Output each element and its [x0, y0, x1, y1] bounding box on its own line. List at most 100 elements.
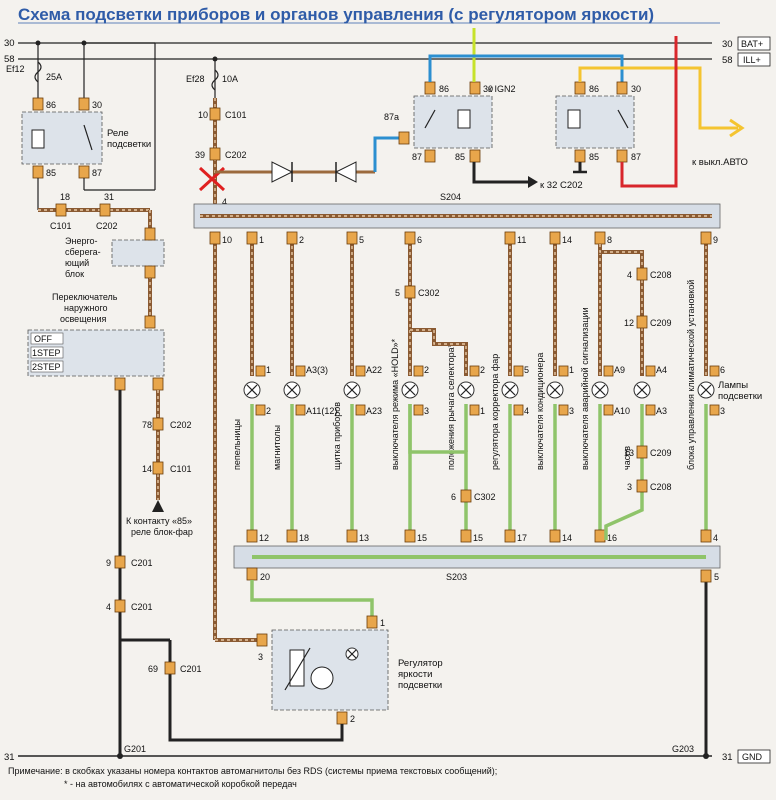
conn-s203-20: 20 [260, 572, 270, 582]
conn-c208-a: C208 [650, 270, 672, 280]
conn-78: 78 [142, 420, 152, 430]
load-pin-bot-7: A10 [614, 406, 630, 416]
energy-label1: Энерго- [65, 236, 98, 246]
load-pin-top-8: A4 [656, 365, 667, 375]
load-name-0: пепельницы [232, 419, 242, 470]
rail-58-right: 58 [722, 55, 733, 66]
load-bus-top-9: 9 [713, 235, 718, 245]
relay-main-pin87: 87 [92, 168, 102, 178]
load-bus-bot-7: 16 [607, 533, 617, 543]
load-pin-top-9: 6 [720, 365, 725, 375]
load-bus-bot-2: 13 [359, 533, 369, 543]
conn-c201-a: C201 [131, 558, 153, 568]
load-bus-bot-1: 18 [299, 533, 309, 543]
arrow-to-auto [729, 118, 745, 138]
relay-right-coil [567, 109, 581, 129]
note-line1: Примечание: в скобках указаны номера кон… [8, 766, 497, 776]
load-pin-top-6: 1 [569, 365, 574, 375]
load-bus-top-5: 11 [517, 235, 526, 245]
rail-30-left: 30 [4, 38, 15, 49]
load-pin-top-0: 1 [266, 365, 271, 375]
load-pin-bot-3: 3 [424, 406, 429, 416]
conn-reg-3: 3 [258, 652, 263, 662]
load-name-8: часов [622, 446, 632, 470]
load-bus-bot-0: 12 [259, 533, 269, 543]
energy-label4: блок [65, 269, 84, 279]
relay-main-label1: Реле [107, 128, 129, 139]
conn-4-a: 4 [106, 602, 111, 612]
conn-c202-c: C202 [225, 150, 247, 160]
load-pin-top-3: 2 [424, 365, 429, 375]
load-pin-bot-5: 4 [524, 406, 529, 416]
relay-mid-pin30: 30 [483, 84, 493, 94]
energy-saving-block [111, 239, 165, 267]
load-pin-bot-2: A23 [366, 406, 382, 416]
load-bus-bot-6: 14 [562, 533, 572, 543]
load-pin-top-2: A22 [366, 365, 382, 375]
note-line2: * - на автомобилях с автоматической коро… [64, 779, 297, 789]
rail-31-left: 31 [4, 752, 15, 763]
arrow-to-32 [528, 176, 538, 188]
conn-31: 31 [104, 192, 114, 202]
conn-c208-3: 3 [627, 482, 632, 492]
load-bus-top-1: 2 [299, 235, 304, 245]
arrow-to-headlight-relay [152, 500, 164, 512]
load-pin-top-5: 5 [524, 365, 529, 375]
switch-off: OFF [34, 334, 52, 344]
relay-mid-pin86: 86 [439, 84, 449, 94]
load-bus-bot-5: 17 [517, 533, 527, 543]
reg-label1: Регулятор [398, 658, 443, 669]
conn-c209-a: C209 [650, 318, 672, 328]
conn-s204-10: 10 [222, 235, 232, 245]
ill-plus-label: ILL+ [743, 55, 761, 65]
load-name-1: магнитолы [272, 425, 282, 470]
relay-right-pin85: 85 [589, 152, 599, 162]
to-32-c202: к 32 C202 [540, 180, 583, 191]
conn-c302-b: C302 [474, 492, 496, 502]
diagram-title: Схема подсветки приборов и органов управ… [18, 5, 654, 24]
conn-c202-a: C202 [96, 221, 118, 231]
load-name-9: блока управления климатической установко… [686, 280, 696, 470]
conn-s203-15: 15 [473, 533, 483, 543]
switch-label2: наружного [64, 303, 108, 313]
s203-label: S203 [446, 572, 467, 582]
load-pin-bot-6: 3 [569, 406, 574, 416]
relay-main-pin86: 86 [46, 100, 56, 110]
conn-4-b: 4 [222, 197, 227, 207]
switch-1step: 1STEP [32, 348, 61, 358]
reg-label2: яркости [398, 669, 432, 680]
relay-right-pin30: 30 [631, 84, 641, 94]
conn-c101-b: C101 [170, 464, 192, 474]
load-name-5: регулятора корректора фар [490, 354, 500, 470]
lamps-label1: Лампы [718, 380, 748, 391]
switch-label1: Переключатель [52, 292, 118, 302]
diode-2 [334, 161, 357, 183]
load-pin-top-1: A3(3) [306, 365, 328, 375]
load-bus-top-6: 14 [562, 235, 572, 245]
diode-1 [271, 161, 294, 183]
load-name-3: выключателя режима «HOLD»* [390, 338, 400, 470]
relay-main-pin30: 30 [92, 100, 102, 110]
conn-s203-5: 5 [714, 572, 719, 582]
load-name-6: выключателя кондиционера [535, 353, 545, 470]
reg-label3: подсветки [398, 680, 442, 691]
relay-right-pin86: 86 [589, 84, 599, 94]
load-bus-top-7: 8 [607, 235, 612, 245]
fuse-ef28-amp: 10A [222, 74, 238, 84]
rail-58-left: 58 [4, 54, 15, 65]
conn-c201-b: C201 [131, 602, 153, 612]
conn-c208-b: C208 [650, 482, 672, 492]
energy-label3: ющий [65, 258, 89, 268]
conn-14-a: 14 [142, 464, 152, 474]
load-bus-bot-9: 4 [713, 533, 718, 543]
to-auto-switch: к выкл.АВТО [692, 157, 748, 168]
load-pin-top-7: A9 [614, 365, 625, 375]
relay-main-label2: подсветки [107, 139, 151, 150]
conn-c302-5: 5 [395, 288, 400, 298]
conn-c302-6: 6 [451, 492, 456, 502]
conn-reg-2: 2 [350, 714, 355, 724]
load-pin-bot-0: 2 [266, 406, 271, 416]
gnd-label: GND [742, 752, 763, 762]
energy-label2: сберега- [65, 247, 101, 257]
conn-reg-1: 1 [380, 618, 385, 628]
